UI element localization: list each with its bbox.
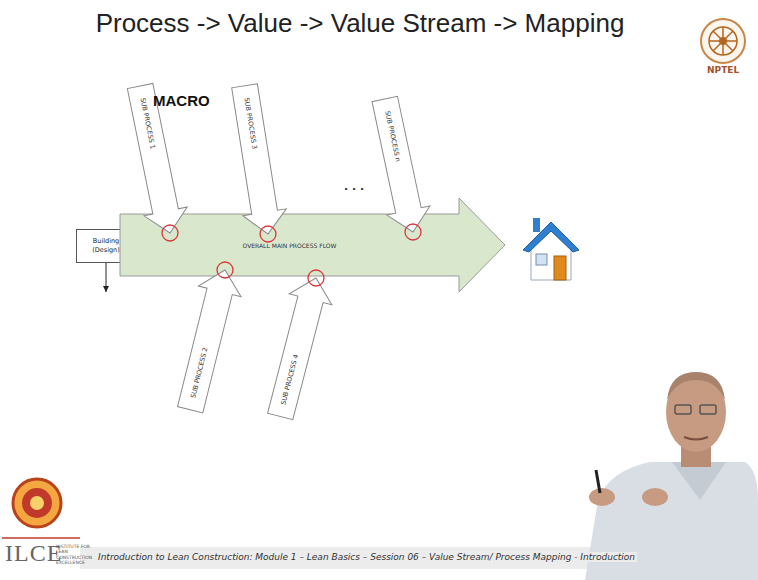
sub-process-arrow: SUB PROCESS 2 (169, 265, 247, 415)
highlight-circle (308, 270, 324, 286)
sub-arrow-outline (169, 265, 247, 415)
node-text: SUB PROCESS 4 (277, 353, 300, 413)
ilce-emblem (2, 479, 80, 538)
ellipsis-mark: . . . (344, 180, 364, 193)
nptel-emblem (701, 19, 745, 63)
sub-arrow-label-area: SUB PROCESS 2 (179, 296, 231, 409)
node-text: SUB PROCESS 3 (241, 89, 258, 150)
footer-text: Introduction to Lean Construction: Modul… (96, 552, 637, 562)
sub-process-arrow: SUB PROCESS 4 (259, 272, 337, 421)
highlight-circle (162, 225, 178, 241)
arrow-head (103, 286, 109, 292)
highlight-circle (405, 224, 421, 240)
node-text: OVERALL MAIN PROCESS FLOW (243, 242, 337, 249)
section-heading: MACRO (153, 92, 210, 109)
node-text: SUB PROCESS 2 (187, 347, 209, 407)
presenter-figure (585, 372, 758, 580)
sub-arrow-shape (169, 265, 247, 415)
sub-arrow-shape (259, 272, 337, 421)
sub-arrow-outline (259, 272, 337, 421)
sub-arrow-label-area: SUB PROCESS 4 (269, 304, 321, 416)
institute-name: INSTITUTE FOR LEAN CONSTRUCTION EXCELLEN… (56, 544, 92, 566)
house-icon (523, 218, 579, 280)
nptel-logo-text: NPTEL (707, 65, 739, 75)
ilce-logo-text: ILCE (5, 540, 62, 567)
node-text: SUB PROCESS n (382, 102, 402, 162)
sub-arrow-label-area: SUB PROCESS 3 (232, 88, 276, 207)
sub-arrow-shape (223, 82, 290, 237)
highlight-circle (217, 262, 233, 278)
sub-arrow-label-area: SUB PROCESS n (373, 100, 420, 205)
sub-arrow-shape (363, 94, 434, 236)
highlight-circle (260, 226, 276, 242)
slide-title: Process -> Value -> Value Stream -> Mapp… (0, 8, 720, 39)
